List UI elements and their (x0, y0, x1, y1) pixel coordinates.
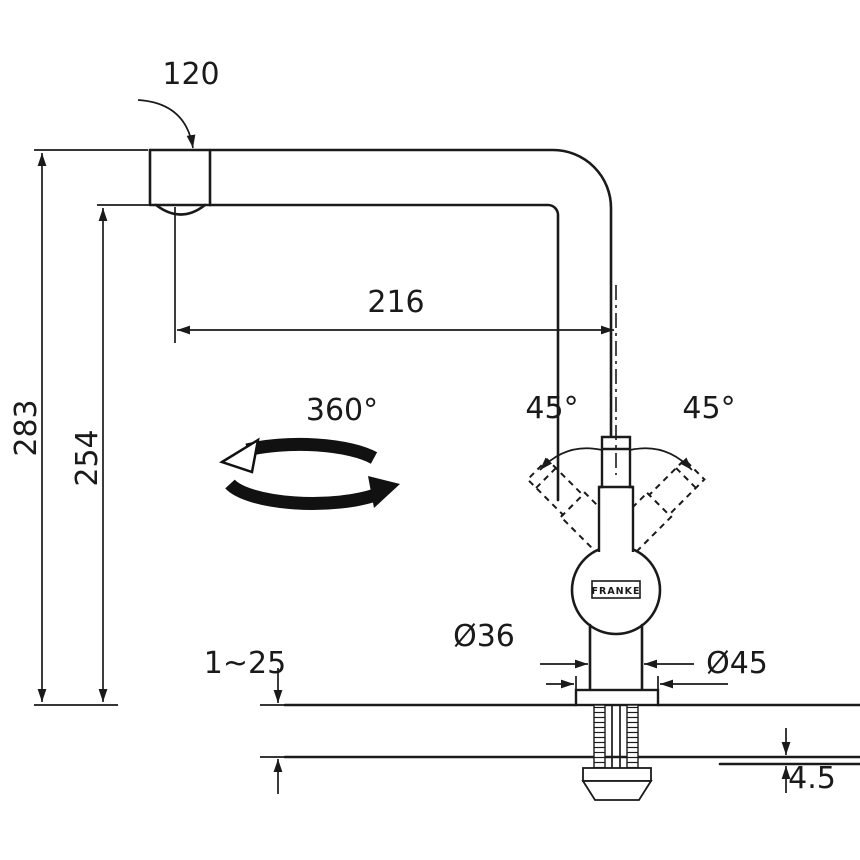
dimension-283: 283 (9, 149, 148, 706)
dimension-deck-thickness: 1~25 (204, 646, 286, 794)
label-254: 254 (70, 429, 105, 486)
label-120: 120 (162, 57, 219, 92)
rotation-arrowhead-left (219, 437, 260, 474)
dimension-216: 216 (174, 207, 614, 343)
label-4-5: 4.5 (788, 761, 836, 796)
rotation-arc-top (245, 437, 378, 464)
label-1-25: 1~25 (204, 646, 286, 681)
dimension-body-diameter: Ø36 (453, 619, 694, 669)
label-45-left: 45° (525, 391, 578, 426)
dimension-254: 254 (70, 204, 150, 702)
rotation-arrowhead-right (368, 476, 400, 508)
dimension-spout-swivel: 120 (137, 57, 220, 149)
label-45-right: 45° (682, 391, 735, 426)
clamp-plate (582, 767, 652, 782)
countertop-section (283, 703, 860, 766)
threaded-stud-right (626, 704, 639, 770)
brand-logo-text: FRANKE (592, 586, 641, 597)
rotation-360-symbol: 360° (219, 393, 400, 510)
aerator-arc (154, 203, 207, 216)
base-flange (574, 688, 660, 707)
mounting-nut (581, 780, 653, 801)
brand-logo-plate: FRANKE (591, 580, 641, 599)
label-216: 216 (367, 285, 424, 320)
threaded-stud-left (593, 704, 606, 770)
label-dia45: Ø45 (706, 646, 768, 681)
dimension-base-diameter: Ø45 (546, 646, 768, 690)
lever-swing-arcs (539, 447, 693, 471)
label-dia36: Ø36 (453, 619, 515, 654)
mounting-hardware (581, 704, 653, 801)
swivel-arrow (137, 99, 196, 149)
label-360: 360° (306, 393, 378, 428)
label-283: 283 (9, 399, 44, 456)
body-column (588, 623, 644, 692)
dimension-plate-thickness: 4.5 (781, 728, 836, 796)
rotation-arc-bottom (225, 479, 381, 510)
